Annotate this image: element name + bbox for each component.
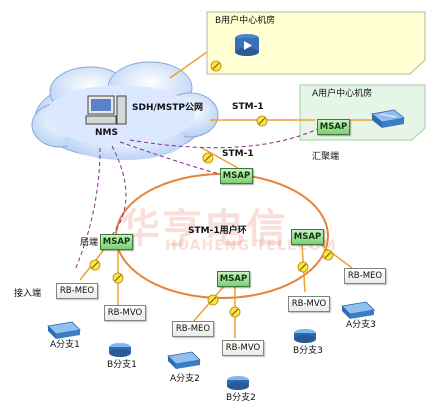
room-a-label: A用户中心机房	[312, 89, 373, 99]
cloud-title: SDH/MSTP公网	[132, 103, 203, 113]
room-b-label: B用户中心机房	[215, 16, 276, 26]
aggregation-label: 汇聚端	[312, 152, 340, 162]
rb-mvo-1: RB-MVO	[104, 305, 146, 321]
msap-bottom: MSAP	[217, 271, 250, 287]
branch-a1-label: A分支1	[50, 340, 80, 350]
switch-icon-a-room	[371, 109, 405, 128]
local-label: 局端	[80, 238, 99, 248]
rb-meo-2: RB-MEO	[172, 321, 214, 337]
nms-label: NMS	[95, 128, 118, 138]
rb-mvo-2: RB-MVO	[222, 340, 264, 356]
room-b-background	[206, 11, 426, 75]
branch-switch-a1	[47, 321, 81, 339]
rb-mvo-3: RB-MVO	[288, 296, 330, 312]
branch-router-b1	[109, 343, 131, 357]
branch-router-b2	[227, 376, 249, 390]
branch-router-b3	[294, 329, 316, 343]
rb-meo-3: RB-MEO	[344, 268, 386, 284]
msap-right: MSAP	[291, 229, 324, 245]
link-marker-slashes	[91, 62, 332, 316]
access-label: 接入端	[14, 289, 42, 299]
msap-local: MSAP	[100, 234, 133, 250]
ring-label: STM-1用户环	[188, 226, 247, 236]
branch-a2-label: A分支2	[170, 374, 200, 384]
video-server-icon	[235, 34, 259, 56]
msap-aggregation: MSAP	[317, 119, 350, 135]
stm1-mid-label: STM-1	[222, 149, 254, 159]
rb-meo-1: RB-MEO	[56, 283, 98, 299]
msap-top: MSAP	[220, 168, 253, 184]
branch-b3-label: B分支3	[293, 346, 323, 356]
branch-a3-label: A分支3	[346, 320, 376, 330]
branch-switch-a2	[167, 351, 201, 369]
nms-computer-icon	[85, 95, 127, 125]
watermark-chinese: 华亨电信	[120, 206, 288, 252]
branch-switch-a3	[341, 301, 375, 319]
dashed-links	[74, 127, 321, 271]
stm1-top-label: STM-1	[232, 102, 264, 112]
branch-b2-label: B分支2	[226, 393, 256, 403]
branch-b1-label: B分支1	[107, 360, 137, 370]
